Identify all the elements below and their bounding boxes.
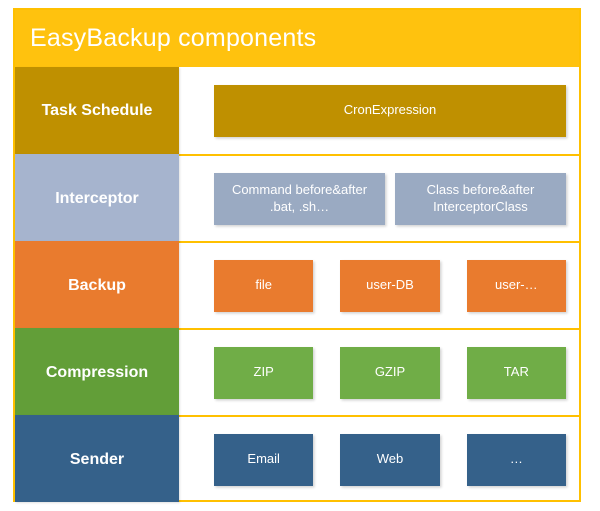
chip-label: Web bbox=[376, 451, 404, 467]
chip-command-interceptor[interactable]: Command before&after .bat, .sh… bbox=[214, 172, 385, 225]
chip-label: GZIP bbox=[374, 364, 406, 380]
row-interceptor: Interceptor Command before&after .bat, .… bbox=[15, 154, 579, 241]
diagram-title-band: EasyBackup components bbox=[15, 10, 579, 67]
row-backup: Backup file user-DB user-… bbox=[15, 241, 579, 328]
chip-label: user-DB bbox=[366, 277, 414, 293]
chip-label-line2: InterceptorClass bbox=[433, 198, 528, 214]
diagram-card: EasyBackup components Task Schedule Cron… bbox=[13, 8, 581, 502]
row-items-task-schedule: CronExpression bbox=[179, 67, 579, 154]
chip-label-line1: Command before&after bbox=[231, 181, 368, 197]
row-items-interceptor: Command before&after .bat, .sh… Class be… bbox=[179, 156, 579, 241]
diagram-title: EasyBackup components bbox=[30, 24, 317, 52]
row-sender: Sender Email Web … bbox=[15, 415, 579, 502]
chip-cron-expression[interactable]: CronExpression bbox=[214, 84, 566, 137]
row-label-text: Interceptor bbox=[55, 189, 139, 207]
chip-label: CronExpression bbox=[343, 102, 437, 118]
chip-label: Command before&after .bat, .sh… bbox=[232, 182, 367, 215]
row-items-sender: Email Web … bbox=[179, 417, 579, 502]
row-label-text: Compression bbox=[45, 363, 149, 381]
chip-compression-zip[interactable]: ZIP bbox=[214, 346, 314, 399]
row-label-interceptor: Interceptor bbox=[15, 154, 179, 241]
chip-label: user-… bbox=[495, 277, 538, 293]
row-label-text: Task Schedule bbox=[41, 101, 153, 119]
chip-label-line1: Class before&after bbox=[426, 181, 535, 197]
chip-backup-user-db[interactable]: user-DB bbox=[340, 259, 440, 312]
chip-compression-gzip[interactable]: GZIP bbox=[340, 346, 440, 399]
chip-sender-email[interactable]: Email bbox=[214, 433, 314, 486]
chip-sender-web[interactable]: Web bbox=[340, 433, 440, 486]
chip-sender-more[interactable]: … bbox=[466, 433, 566, 486]
chip-backup-file[interactable]: file bbox=[214, 259, 314, 312]
chip-label: … bbox=[509, 451, 523, 467]
chip-label: Email bbox=[247, 451, 280, 467]
row-items-backup: file user-DB user-… bbox=[179, 243, 579, 328]
row-label-task-schedule: Task Schedule bbox=[15, 67, 179, 154]
chip-label: Class before&after InterceptorClass bbox=[427, 182, 535, 215]
row-items-compression: ZIP GZIP TAR bbox=[179, 330, 579, 415]
chip-compression-tar[interactable]: TAR bbox=[466, 346, 566, 399]
chip-label-line2: .bat, .sh… bbox=[269, 198, 330, 214]
chip-backup-user-more[interactable]: user-… bbox=[466, 259, 566, 312]
row-label-text: Backup bbox=[68, 276, 126, 294]
row-label-sender: Sender bbox=[15, 415, 179, 502]
row-task-schedule: Task Schedule CronExpression bbox=[15, 67, 579, 154]
row-label-text: Sender bbox=[69, 450, 125, 468]
chip-label: file bbox=[255, 277, 272, 293]
row-label-backup: Backup bbox=[15, 241, 179, 328]
row-compression: Compression ZIP GZIP TAR bbox=[15, 328, 579, 415]
chip-class-interceptor[interactable]: Class before&after InterceptorClass bbox=[395, 172, 566, 225]
chip-label: ZIP bbox=[253, 364, 274, 380]
row-label-compression: Compression bbox=[15, 328, 179, 415]
chip-label: TAR bbox=[503, 364, 529, 380]
diagram-rows: Task Schedule CronExpression Interceptor… bbox=[15, 67, 579, 502]
